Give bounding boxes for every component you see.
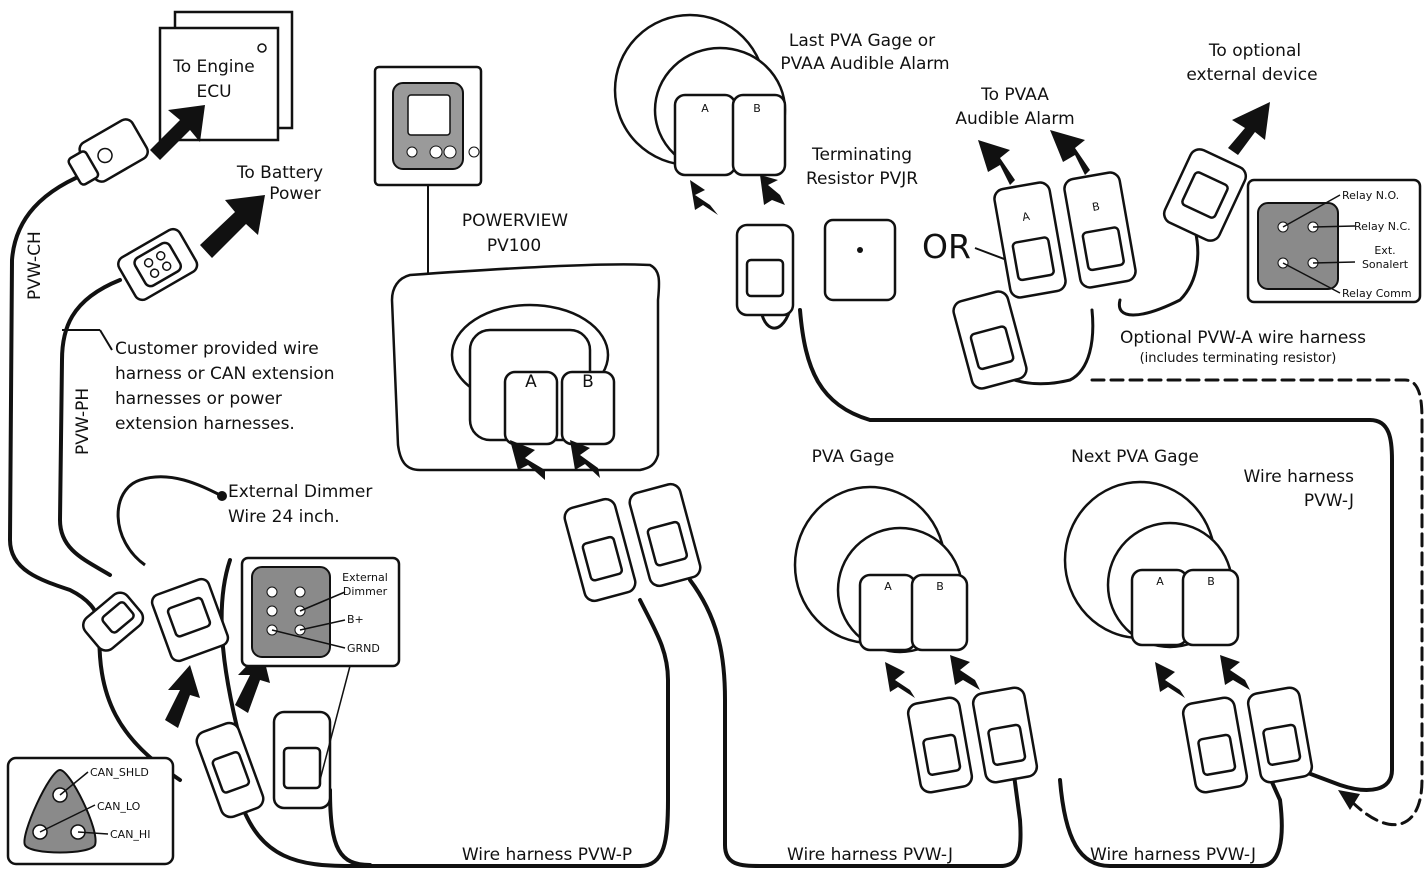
last-gage-conn-b: B xyxy=(753,102,761,115)
terminating-label-1: Terminating xyxy=(811,145,912,165)
arrow-pvaa-a xyxy=(978,140,1015,185)
optional-device-label-1: To optional xyxy=(1208,41,1301,61)
last-gage-label-1: Last PVA Gage or xyxy=(789,31,935,51)
next-gage-connector-b xyxy=(1246,686,1314,784)
wire-harness-pvwj-label-1: Wire harness PVW-J xyxy=(787,845,953,865)
pin-sonalert: Sonalert xyxy=(1362,258,1409,271)
pin-can-shld: CAN_SHLD xyxy=(90,766,149,779)
battery-connector xyxy=(117,227,199,302)
pva-gage-connector-b xyxy=(971,686,1039,784)
last-pva-gage: A B Last PVA Gage or PVAA Audible Alarm xyxy=(613,13,950,177)
pvw-j-connector-last xyxy=(735,223,795,317)
arrow-pv-b xyxy=(570,440,600,478)
customer-note-4: extension harnesses. xyxy=(115,414,295,434)
power-pinout-box: External Dimmer B+ GRND xyxy=(240,556,401,781)
customer-note-2: harness or CAN extension xyxy=(115,364,335,384)
or-label: OR xyxy=(922,227,971,266)
pvw-a-connector-a: A xyxy=(993,181,1067,299)
powerview-conn-a: A xyxy=(525,372,537,392)
pvaa-label-1: To PVAA xyxy=(980,85,1049,105)
pvw-p-connector-a xyxy=(563,497,637,603)
last-gage-conn-a: A xyxy=(701,102,709,115)
pva-gage-connector-a xyxy=(906,696,974,794)
power-connector-female xyxy=(272,710,332,810)
arrow-optional xyxy=(1228,102,1270,155)
next-gage-conn-a: A xyxy=(1156,575,1164,588)
next-gage-conn-b: B xyxy=(1207,575,1215,588)
pvaa-label-2: Audible Alarm xyxy=(955,109,1074,129)
terminating-resistor xyxy=(823,218,897,302)
powerview-pv100: POWERVIEW PV100 A B xyxy=(373,65,661,472)
pin-external-dimmer-2: Dimmer xyxy=(343,585,388,598)
wires xyxy=(8,168,1424,868)
pva-gage-label: PVA Gage xyxy=(812,447,895,467)
customer-note-1: Customer provided wire xyxy=(115,339,319,359)
arrow-pv-a xyxy=(510,440,545,480)
pva-gage-conn-b: B xyxy=(936,580,944,593)
can-pinout-box: CAN_SHLD CAN_LO CAN_HI xyxy=(6,756,175,866)
arrow-last-a xyxy=(690,180,718,215)
power-connector-male xyxy=(150,577,230,663)
pvw-j-connector-bottom xyxy=(952,290,1028,390)
powerview-label-1: POWERVIEW xyxy=(462,211,568,231)
terminating-label-2: Resistor PVJR xyxy=(806,169,918,189)
powerview-conn-b: B xyxy=(582,372,594,392)
arrow-pva-b xyxy=(950,655,980,690)
pvw-ph-label: PVW-PH xyxy=(73,388,93,455)
engine-ecu-label-1: To Engine xyxy=(172,57,255,77)
side-pvwj-label-2: PVW-J xyxy=(1304,491,1354,511)
optional-pvwa-label-1: Optional PVW-A wire harness xyxy=(1120,328,1366,348)
pin-relay-comm: Relay Comm xyxy=(1342,287,1412,300)
dimmer-label-1: External Dimmer xyxy=(228,482,372,502)
pin-external-dimmer-1: External xyxy=(342,571,388,584)
pin-can-lo: CAN_LO xyxy=(97,800,141,813)
engine-ecu-label-2: ECU xyxy=(196,82,231,102)
pin-relay-nc: Relay N.C. xyxy=(1354,220,1411,233)
can-connector-male xyxy=(82,591,145,652)
pvw-a-conn-a-label: A xyxy=(1021,210,1031,224)
wire-harness-pvwj-label-2: Wire harness PVW-J xyxy=(1090,845,1256,865)
arrow-to-ecu xyxy=(150,105,205,160)
powerview-label-2: PV100 xyxy=(487,236,541,256)
arrow-last-b xyxy=(760,175,785,205)
optional-pvwa-label-2: (includes terminating resistor) xyxy=(1140,351,1337,366)
arrow-pva-a xyxy=(885,662,915,698)
optional-device-label-2: external device xyxy=(1186,65,1317,85)
pin-b-plus: B+ xyxy=(347,613,364,626)
arrow-can-up xyxy=(165,665,200,728)
pvw-a-connector-b: B xyxy=(1063,171,1137,289)
pvw-a-conn-b-label: B xyxy=(1091,200,1101,214)
can-connector-female xyxy=(195,721,265,819)
side-pvwj-label-1: Wire harness xyxy=(1244,467,1355,487)
pin-relay-no: Relay N.O. xyxy=(1342,189,1399,202)
next-gage-label: Next PVA Gage xyxy=(1071,447,1199,467)
next-pva-gage: A B Next PVA Gage xyxy=(1063,447,1240,649)
dimmer-label-2: Wire 24 inch. xyxy=(228,507,340,527)
relay-connector xyxy=(1162,148,1248,242)
next-gage-connector-a xyxy=(1181,696,1249,794)
pvw-p-connector-b xyxy=(628,482,702,588)
customer-note-3: harnesses or power xyxy=(115,389,282,409)
pvw-ch-label: PVW-CH xyxy=(25,231,45,300)
pva-gage: A B PVA Gage xyxy=(793,447,969,654)
arrow-to-battery xyxy=(200,195,265,258)
last-gage-label-2: PVAA Audible Alarm xyxy=(780,54,949,74)
pin-grnd: GRND xyxy=(347,642,380,655)
pin-can-hi: CAN_HI xyxy=(110,828,150,841)
pin-ext: Ext. xyxy=(1374,244,1395,257)
battery-label-2: Power xyxy=(269,184,320,204)
wire-harness-pvwp-label: Wire harness PVW-P xyxy=(462,845,632,865)
ecu-connector xyxy=(67,118,149,186)
arrow-next-a xyxy=(1155,662,1185,698)
relay-pinout-box: Relay N.O. Relay N.C. Ext. Sonalert Rela… xyxy=(1246,178,1422,304)
battery-label-1: To Battery xyxy=(236,163,323,183)
pva-gage-conn-a: A xyxy=(884,580,892,593)
arrow-next-b xyxy=(1220,655,1250,690)
arrow-pvaa-b xyxy=(1050,130,1090,175)
